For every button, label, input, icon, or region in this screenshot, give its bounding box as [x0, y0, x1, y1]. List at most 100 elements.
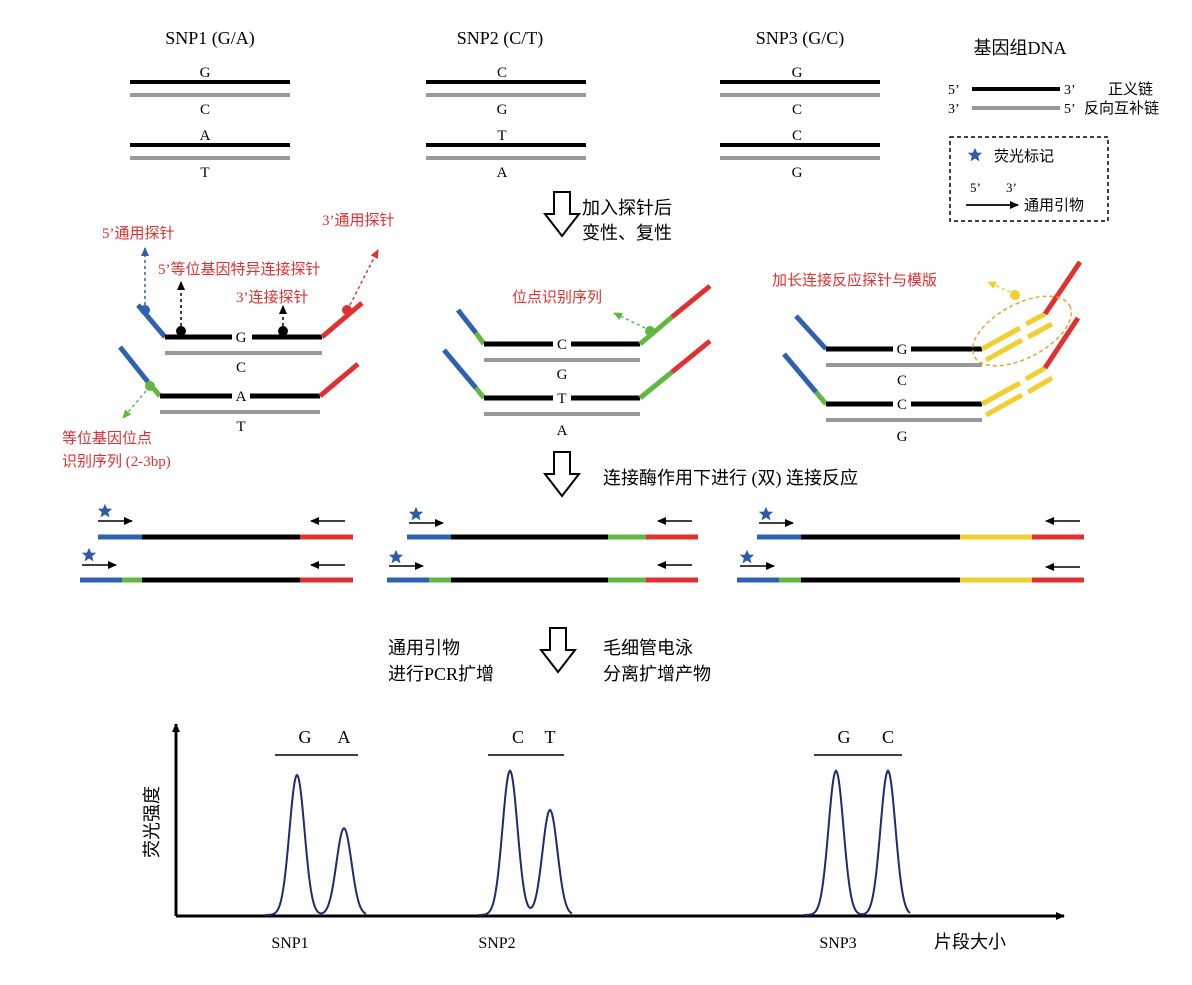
x-tick-snp3: SNP3	[819, 935, 856, 952]
snp1-probe-base-4: T	[236, 419, 245, 435]
pointer-dot	[342, 305, 352, 315]
step2-text: 连接酶作用下进行 (双) 连接反应	[603, 468, 858, 489]
snp2-probes: C G T A 位点识别序列	[442, 284, 712, 439]
label-site-recognition: 位点识别序列	[512, 289, 602, 306]
step1-line1: 加入探针后	[582, 198, 672, 218]
snp2-probe-base-1: C	[557, 337, 567, 353]
fluorescence-star-icon	[408, 506, 424, 521]
label-3-universal-probe: 3’通用探针	[322, 212, 395, 229]
legend-sense-5: 5’	[948, 83, 960, 98]
fluorescence-star-icon	[758, 506, 774, 521]
snp2-probe-base-3: T	[557, 391, 566, 407]
snp1-probe-base-2: C	[236, 360, 246, 376]
allele-label: C	[512, 727, 524, 747]
allele-label: A	[338, 727, 351, 747]
snp1-products	[80, 503, 353, 583]
pointer-dot	[145, 381, 155, 391]
allele-label: G	[299, 727, 312, 747]
pointer-dot	[1010, 290, 1020, 300]
snp3-probes: G C C G 加长连接反应探针与模版	[772, 260, 1083, 445]
step3: 通用引物 进行PCR扩增 毛细管电泳 分离扩增产物	[388, 627, 711, 684]
legend-sense-label: 正义链	[1108, 81, 1153, 98]
step3-left-line2: 进行PCR扩增	[388, 664, 494, 684]
fluorescence-star-icon	[739, 549, 755, 564]
legend-anti-5: 5’	[1064, 102, 1076, 117]
label-5-universal-probe: 5’通用探针	[102, 225, 175, 242]
snp1-genomic-strands: G C A T	[130, 65, 290, 181]
ligation-products	[80, 503, 1084, 583]
fluorescence-star-icon	[81, 547, 97, 562]
step3-right-line1: 毛细管电泳	[603, 638, 693, 658]
allele-label: G	[838, 727, 851, 747]
snp3-probe-base-1: G	[897, 342, 908, 358]
snp3-base-3: C	[792, 128, 802, 144]
snp2-genomic-strands: C G T A	[426, 65, 586, 181]
fluorescence-star-icon	[967, 147, 983, 162]
snp1-base-2: C	[200, 102, 210, 118]
label-allele-site-1: 等位基因位点	[62, 429, 152, 447]
legend-primer-5: 5’	[970, 180, 981, 195]
hollow-arrow-down-icon	[544, 451, 580, 497]
snp2-base-3: T	[497, 128, 506, 144]
fluorescence-star-icon	[97, 503, 113, 518]
x-axis-label: 片段大小	[934, 932, 1006, 952]
peak-curve-snp2	[478, 769, 573, 916]
snp2-base-4: A	[497, 165, 508, 181]
snp1-base-1: G	[200, 65, 211, 81]
hollow-arrow-down-icon	[544, 191, 580, 237]
snp1-probe-base-3: A	[236, 389, 247, 405]
legend-fluor-label: 荧光标记	[994, 148, 1054, 165]
step1-line2: 变性、复性	[582, 223, 672, 243]
snp3-probe-base-4: G	[897, 429, 908, 445]
legend-box	[949, 136, 1109, 222]
snp3-probe-base-3: C	[897, 397, 907, 413]
snp3-base-4: G	[792, 165, 803, 181]
snp2-products	[387, 506, 698, 583]
electropherogram: 荧光强度 片段大小 G A C T G C SNP1 SNP2 SNP3	[142, 723, 1065, 952]
snp3-title: SNP3 (G/C)	[756, 28, 845, 49]
snp1-title: SNP1 (G/A)	[165, 28, 255, 49]
snp2-probe-base-2: G	[557, 367, 568, 383]
step3-right-line2: 分离扩增产物	[603, 664, 711, 684]
snp3-genomic-strands: G C C G	[720, 65, 880, 181]
legend-anti-label: 反向互补链	[1084, 100, 1159, 117]
y-axis-label: 荧光强度	[142, 786, 162, 858]
genomic-dna-section: SNP1 (G/A) SNP2 (C/T) SNP3 (G/C) G C A T…	[130, 28, 880, 181]
snp3-base-2: C	[792, 102, 802, 118]
pointer-dot	[278, 326, 288, 336]
pointer-dot	[140, 305, 150, 315]
peak-curve-snp1	[265, 773, 367, 916]
pointer-dot	[176, 326, 186, 336]
snp2-probe-base-4: A	[557, 423, 568, 439]
snp3-products	[737, 506, 1084, 583]
label-allele-site-2: 识别序列 (2-3bp)	[62, 453, 171, 470]
snp2-base-2: G	[497, 102, 508, 118]
step2: 连接酶作用下进行 (双) 连接反应	[544, 451, 858, 497]
snp1-probes: G C A T 5’通用探针 5’等位基因特异连接探针 3’连接探针 3’通用探…	[62, 212, 395, 470]
label-extension-probe: 加长连接反应探针与模版	[772, 271, 937, 289]
legend-title: 基因组DNA	[974, 38, 1067, 58]
hollow-arrow-down-icon	[540, 627, 576, 673]
legend-sense-3: 3’	[1064, 83, 1076, 98]
snp3-probe-base-2: C	[897, 373, 907, 389]
snp1-probe-base-1: G	[236, 330, 247, 346]
label-3-ligation-probe: 3’连接探针	[236, 289, 309, 306]
snp1-base-3: A	[200, 128, 211, 144]
extension-highlight-ellipse	[971, 295, 1073, 367]
x-tick-snp2: SNP2	[478, 935, 515, 952]
peak-curve-snp3	[804, 769, 911, 916]
legend-primer-label: 通用引物	[1024, 197, 1084, 214]
snp1-base-4: T	[200, 165, 209, 181]
x-tick-snp1: SNP1	[271, 935, 308, 952]
snp3-base-1: G	[792, 65, 803, 81]
allele-label: T	[545, 727, 556, 747]
label-5-allele-probe: 5’等位基因特异连接探针	[158, 260, 321, 278]
legend: 基因组DNA 5’ 3’ 正义链 3’ 5’ 反向互补链 荧光标记 5’ 3’ …	[948, 38, 1159, 222]
snp2-title: SNP2 (C/T)	[457, 28, 544, 49]
legend-primer-3: 3’	[1006, 180, 1017, 195]
allele-label: C	[882, 727, 894, 747]
step3-left-line1: 通用引物	[388, 638, 460, 658]
legend-anti-3: 3’	[948, 102, 960, 117]
